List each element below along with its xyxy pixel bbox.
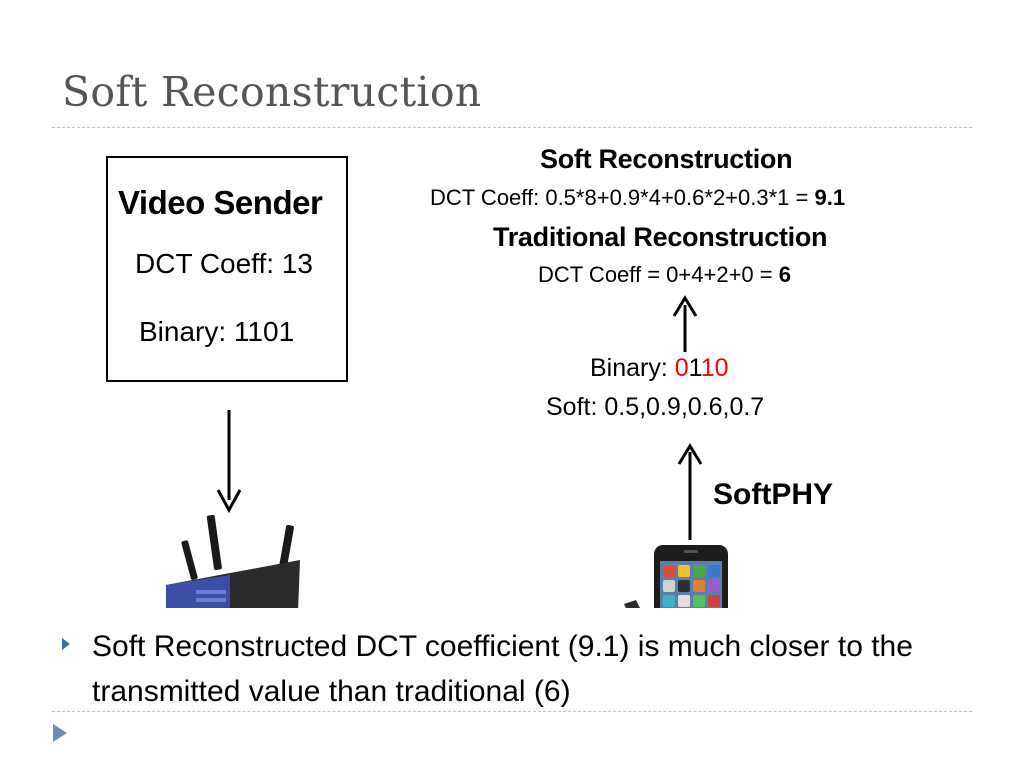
sender-binary: Binary: 1101 [139,316,295,347]
binary-bit: 1 [688,354,701,382]
smartphone-icon [654,545,728,608]
bullet-arrow-icon [62,638,70,650]
video-sender-box: Video Sender DCT Coeff: 13 Binary: 1101 [106,156,348,382]
bullet-text: Soft Reconstructed DCT coefficient (9.1)… [92,630,913,708]
binary-bit: 0 [674,354,689,382]
soft-eq-prefix: DCT Coeff: 0.5*8+0.9*4+0.6*2+0.3*1 = [430,185,815,210]
soft-reconstruction-heading: Soft Reconstruction [540,144,793,174]
binary-bit: 1 [700,354,715,382]
traditional-reconstruction-heading: Traditional Reconstruction [493,222,828,252]
softphy-label: SoftPHY [713,478,833,511]
footer-divider [52,711,972,712]
soft-reconstruction-equation: DCT Coeff: 0.5*8+0.9*4+0.6*2+0.3*1 = 9.1 [430,185,845,211]
sender-dct-coeff: DCT Coeff: 13 [135,248,313,279]
soft-eq-result: 9.1 [814,185,846,210]
nav-arrow-icon[interactable] [53,724,67,742]
trad-eq-prefix: DCT Coeff = 0+4+2+0 = [538,262,779,287]
title-divider [52,127,972,128]
slide-title: Soft Reconstruction [62,68,482,116]
arrow-up-to-reconstruction [672,295,698,352]
received-binary: Binary: 0110 [590,354,729,383]
cable-fragment [624,600,640,608]
received-binary-label: Binary: [590,354,675,382]
video-sender-title: Video Sender [118,184,323,221]
traditional-reconstruction-equation: DCT Coeff = 0+4+2+0 = 6 [538,262,791,288]
wireless-router-icon [166,514,300,608]
trad-eq-result: 6 [778,262,791,287]
arrow-down-to-router [216,410,242,514]
arrow-up-from-phone [677,443,703,540]
soft-values: Soft: 0.5,0.9,0.6,0.7 [546,393,765,421]
binary-bit: 0 [714,354,729,382]
